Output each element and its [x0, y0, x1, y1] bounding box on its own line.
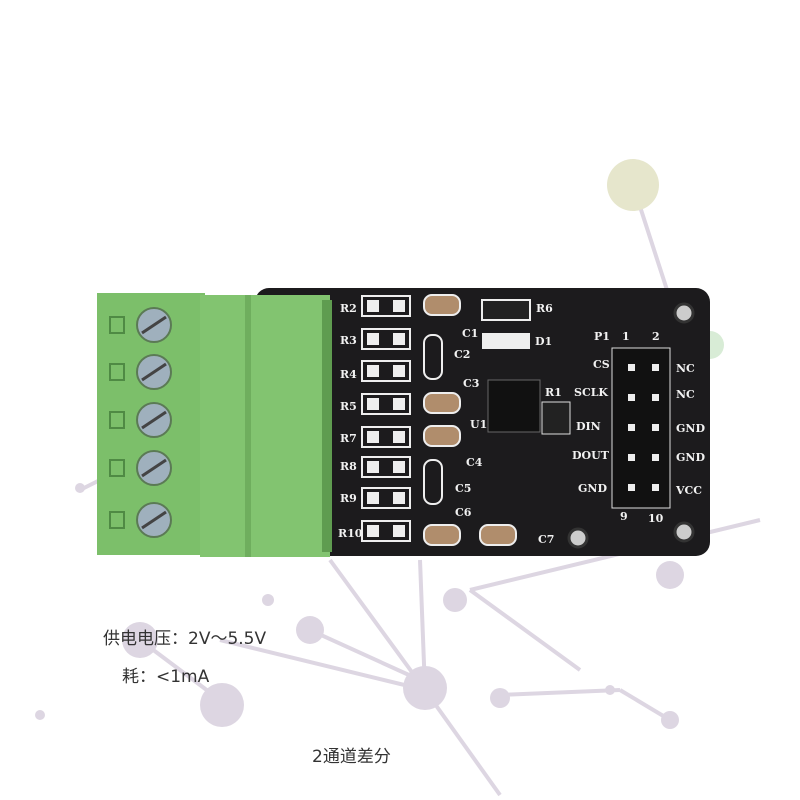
silkscreen: R2 R3 R4 R5 R7 R8 R9 R10 C1 C2 C3 C4 C5 …	[338, 302, 705, 546]
resistor-r1	[541, 401, 571, 435]
svg-text:VCC: VCC	[675, 484, 702, 497]
svg-text:10: 10	[648, 512, 664, 525]
channels-caption: 2通道差分	[312, 747, 391, 767]
terminal-screw	[109, 450, 172, 486]
svg-text:1: 1	[622, 330, 630, 343]
supply-voltage-caption: 供电电压：2V～5.5V	[103, 629, 267, 649]
resistor-footprint	[361, 393, 411, 415]
header-pin	[652, 454, 659, 461]
header-pin	[652, 484, 659, 491]
resistor-footprint	[361, 295, 411, 317]
svg-text:C3: C3	[463, 377, 479, 390]
svg-text:C4: C4	[466, 456, 483, 469]
svg-text:U1: U1	[470, 418, 487, 431]
svg-text:C5: C5	[455, 482, 471, 495]
terminal-screw	[109, 402, 172, 438]
background-network	[35, 159, 761, 797]
svg-text:C7: C7	[538, 533, 554, 546]
capacitor-footprint	[423, 294, 461, 316]
svg-text:R4: R4	[340, 368, 357, 381]
svg-text:R5: R5	[340, 400, 357, 413]
capacitor-footprint	[423, 334, 443, 380]
resistor-footprint	[361, 426, 411, 448]
header-pin	[628, 394, 635, 401]
svg-text:GND: GND	[676, 451, 705, 464]
svg-text:R8: R8	[340, 460, 357, 473]
svg-text:R1: R1	[545, 386, 562, 399]
svg-text:R3: R3	[340, 334, 357, 347]
svg-text:NC: NC	[676, 362, 695, 375]
svg-text:R2: R2	[340, 302, 357, 315]
resistor-r6	[481, 299, 531, 321]
header-pin	[652, 424, 659, 431]
svg-text:NC: NC	[676, 388, 695, 401]
svg-text:SCLK: SCLK	[574, 386, 608, 399]
header-pin	[628, 424, 635, 431]
pcb-board	[255, 288, 710, 556]
capacitor-footprint	[423, 459, 443, 505]
header-pin	[628, 484, 635, 491]
power-consumption-caption: 耗：<1mA	[122, 667, 210, 687]
mount-hole	[673, 521, 695, 543]
resistor-footprint	[361, 328, 411, 350]
svg-text:DIN: DIN	[576, 420, 601, 433]
svg-text:P1: P1	[594, 330, 610, 343]
terminal-block	[97, 293, 332, 557]
resistor-footprint	[361, 487, 411, 509]
resistor-footprint	[361, 456, 411, 478]
adc-chip	[487, 379, 541, 433]
resistor-footprint	[361, 360, 411, 382]
svg-text:C1: C1	[462, 327, 478, 340]
capacitor-footprint	[479, 524, 517, 546]
terminal-screw	[109, 502, 172, 538]
svg-text:2: 2	[652, 330, 660, 343]
svg-text:9: 9	[620, 510, 628, 523]
svg-text:R10: R10	[338, 527, 363, 540]
capacitor-footprint	[423, 524, 461, 546]
capacitor-footprint	[423, 425, 461, 447]
terminal-screw	[109, 307, 172, 343]
led-d1	[482, 333, 530, 349]
header-pin	[652, 364, 659, 371]
svg-text:GND: GND	[676, 422, 705, 435]
svg-text:CS: CS	[593, 358, 610, 371]
terminal-screw	[109, 354, 172, 390]
svg-text:R9: R9	[340, 492, 357, 505]
header-pin	[628, 454, 635, 461]
resistor-footprint	[361, 520, 411, 542]
svg-text:DOUT: DOUT	[572, 449, 610, 462]
svg-text:R6: R6	[536, 302, 553, 315]
svg-text:GND: GND	[578, 482, 607, 495]
mount-hole	[567, 527, 589, 549]
svg-text:R7: R7	[340, 432, 357, 445]
header-pin	[628, 364, 635, 371]
svg-text:C6: C6	[455, 506, 472, 519]
capacitor-footprint	[423, 392, 461, 414]
header-pin	[652, 394, 659, 401]
pin-header	[611, 347, 671, 509]
svg-text:D1: D1	[535, 335, 552, 348]
mount-hole	[673, 302, 695, 324]
svg-text:C2: C2	[454, 348, 470, 361]
